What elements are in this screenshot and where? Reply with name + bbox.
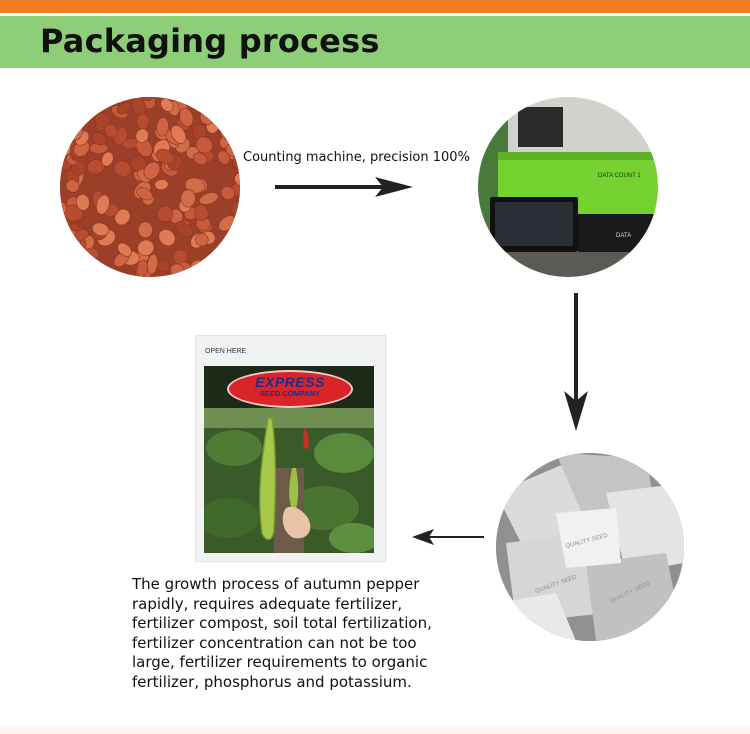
pepper-seeds-photo — [60, 97, 240, 277]
machine-brand-label: DATA — [616, 233, 631, 239]
svg-text:DATA COUNT 1: DATA COUNT 1 — [598, 173, 641, 179]
brand-company: SEED COMPANY — [259, 389, 321, 398]
arrow-left-icon — [412, 529, 484, 545]
seed-packet-photo: OPEN HERE EXPRESS SEED COMPANY — [195, 335, 386, 562]
brand-name: EXPRESS — [255, 374, 325, 390]
brand-oval: EXPRESS SEED COMPANY — [227, 370, 353, 408]
description-text: The growth process of autumn pepper rapi… — [132, 575, 432, 691]
bottom-band — [0, 726, 750, 734]
foil-seed-bags-photo: QUALITY SEED QUALITY SEED QUALITY SEED — [496, 453, 684, 641]
arrow-down-icon — [564, 293, 588, 431]
page-title: Packaging process — [40, 22, 380, 60]
header-band: Packaging process — [0, 16, 750, 68]
counting-machine-photo: DATA COUNT 1 DATA — [478, 97, 658, 277]
top-white-stripe — [0, 13, 750, 16]
top-orange-stripe — [0, 0, 750, 13]
counting-caption: Counting machine, precision 100% — [243, 150, 470, 165]
arrow-right-icon — [275, 177, 413, 197]
open-here-label: OPEN HERE — [205, 348, 247, 355]
pepper-plant-photo — [204, 408, 374, 553]
packet-brand-area: EXPRESS SEED COMPANY — [204, 366, 374, 408]
